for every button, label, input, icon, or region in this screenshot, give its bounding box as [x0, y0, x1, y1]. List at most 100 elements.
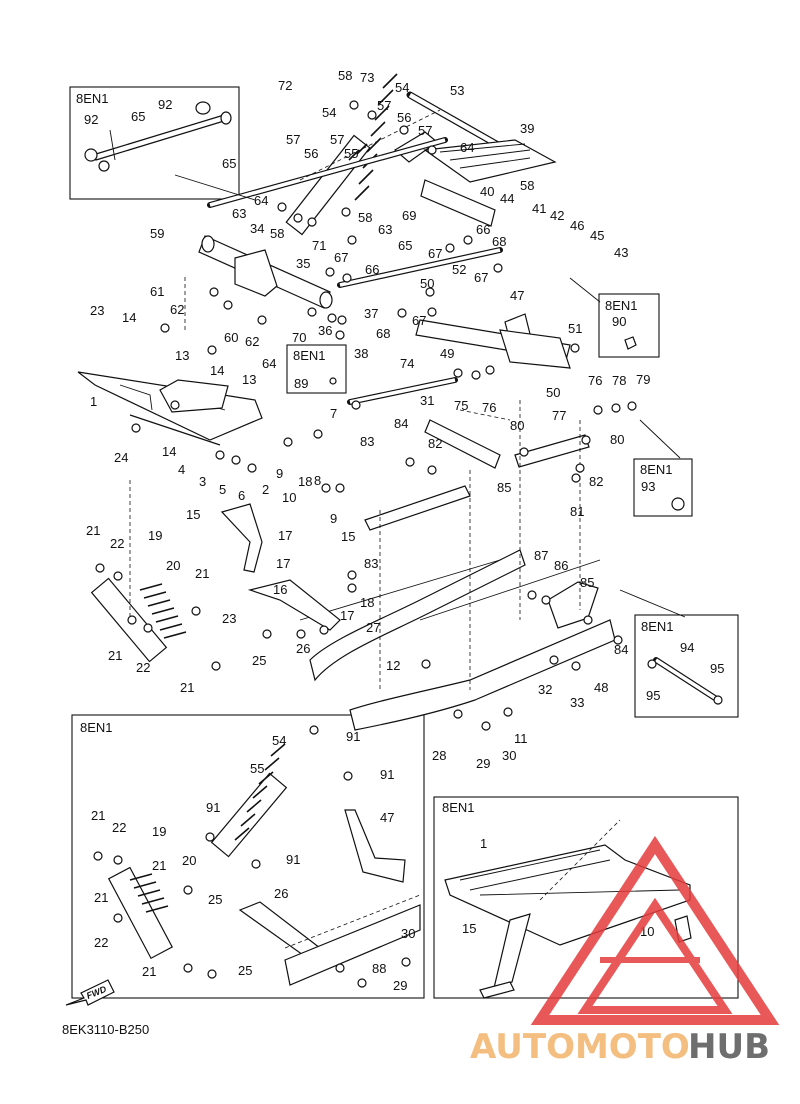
callout-95: 95 [710, 661, 724, 676]
callout-33: 33 [570, 695, 584, 710]
inset-label: 8EN1 [605, 298, 638, 313]
fastener [627, 401, 637, 411]
fastener [113, 913, 123, 923]
callout-89: 89 [294, 376, 308, 391]
callout-57: 57 [377, 98, 391, 113]
callout-67: 67 [334, 250, 348, 265]
inset-label: 8EN1 [640, 462, 673, 477]
callout-22: 22 [94, 935, 108, 950]
callout-20: 20 [166, 558, 180, 573]
callout-21: 21 [108, 648, 122, 663]
callout-25: 25 [252, 653, 266, 668]
callout-92: 92 [84, 112, 98, 127]
fastener [571, 661, 581, 671]
fastener [277, 202, 287, 212]
callout-91: 91 [206, 800, 220, 815]
callout-16: 16 [273, 582, 287, 597]
callout-58: 58 [270, 226, 284, 241]
callout-25: 25 [238, 963, 252, 978]
lower-shock [90, 577, 187, 663]
callout-47: 47 [510, 288, 524, 303]
fastener [283, 437, 293, 447]
main-assembly [77, 73, 686, 731]
callout-53: 53 [450, 83, 464, 98]
fastener [527, 590, 537, 600]
watermark-text-b: HUB [688, 1027, 770, 1067]
callout-30: 30 [401, 926, 415, 941]
fastener [215, 450, 225, 460]
callout-86: 86 [554, 558, 568, 573]
callout-76: 76 [588, 373, 602, 388]
callout-43: 43 [614, 245, 628, 260]
callout-22: 22 [110, 536, 124, 551]
fastener [405, 457, 415, 467]
fastener [183, 963, 193, 973]
callout-57: 57 [286, 132, 300, 147]
fastener [131, 423, 141, 433]
fastener [257, 315, 267, 325]
callout-59: 59 [150, 226, 164, 241]
callout-2: 2 [262, 482, 269, 497]
callout-83: 83 [360, 434, 374, 449]
callout-20: 20 [182, 853, 196, 868]
callout-57: 57 [418, 123, 432, 138]
fastener [341, 207, 351, 217]
callout-64: 64 [254, 193, 268, 208]
callout-26: 26 [296, 641, 310, 656]
fastener [325, 267, 335, 277]
callout-57: 57 [330, 132, 344, 147]
watermark-text-a: AUTOMOTO [470, 1027, 690, 1067]
callout-82: 82 [589, 474, 603, 489]
callout-50: 50 [420, 276, 434, 291]
inset-label: 8EN1 [641, 619, 674, 634]
callout-42: 42 [550, 208, 564, 223]
callout-18: 18 [298, 474, 312, 489]
callout-56: 56 [304, 146, 318, 161]
fastener [95, 563, 105, 573]
fastener [593, 405, 603, 415]
callout-54: 54 [395, 80, 409, 95]
callout-84: 84 [614, 642, 628, 657]
fastener [321, 483, 331, 493]
callout-19: 19 [152, 824, 166, 839]
callout-13: 13 [242, 372, 256, 387]
callout-23: 23 [90, 303, 104, 318]
callout-95: 95 [646, 688, 660, 703]
callout-91: 91 [346, 729, 360, 744]
fastener [293, 213, 303, 223]
callout-93: 93 [641, 479, 655, 494]
fastener [713, 695, 723, 705]
fastener [583, 615, 593, 625]
callout-36: 36 [318, 323, 332, 338]
callout-17: 17 [340, 608, 354, 623]
callout-66: 66 [476, 222, 490, 237]
callout-62: 62 [170, 302, 184, 317]
callout-51: 51 [568, 321, 582, 336]
callout-68: 68 [492, 234, 506, 249]
callout-64: 64 [460, 140, 474, 155]
callout-9: 9 [276, 466, 283, 481]
callout-88: 88 [372, 961, 386, 976]
inset-label: 8EN1 [293, 348, 326, 363]
callout-62: 62 [245, 334, 259, 349]
callout-60: 60 [224, 330, 238, 345]
callout-37: 37 [364, 306, 378, 321]
inset-label: 8EN1 [76, 91, 109, 106]
fastener [160, 323, 170, 333]
fastener [357, 978, 367, 988]
fastener [425, 287, 435, 297]
callout-73: 73 [360, 70, 374, 85]
callout-79: 79 [636, 372, 650, 387]
callout-63: 63 [232, 206, 246, 221]
inset-right-94: 8EN1 [634, 614, 739, 718]
inset-bottom-right-art [444, 819, 692, 999]
watermark-logo: AUTOMOTO HUB [470, 835, 780, 1067]
callout-66: 66 [365, 262, 379, 277]
callout-21: 21 [94, 890, 108, 905]
callout-81: 81 [570, 504, 584, 519]
fastener [113, 571, 123, 581]
callout-22: 22 [112, 820, 126, 835]
fastener [571, 473, 581, 483]
callout-52: 52 [452, 262, 466, 277]
